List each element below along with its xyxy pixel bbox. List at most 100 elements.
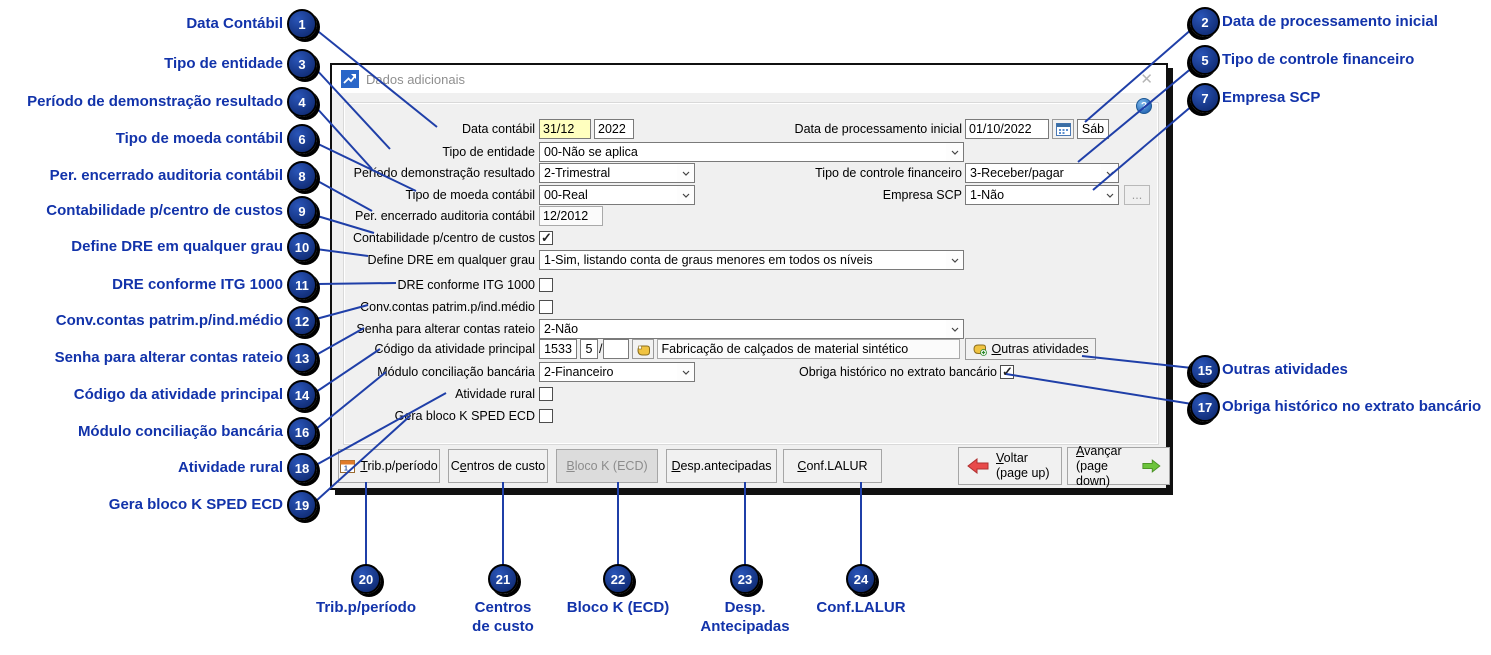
row-empresa-scp: Empresa SCP 1-Não ...: [752, 185, 1150, 205]
senha-rateio-select[interactable]: 2-Não: [539, 319, 964, 339]
callout-badge-10: 10: [287, 232, 317, 262]
dialog-dados-adicionais: Dados adicionais ✕ ? Data contábil Data …: [330, 63, 1170, 490]
callout-badge-16: 16: [287, 417, 317, 447]
field-label: Código da atividade principal: [374, 342, 535, 356]
callout-badge-11: 11: [287, 270, 317, 300]
row-modulo-conciliacao: Módulo conciliação bancária 2-Financeiro: [347, 362, 695, 382]
conv-contas-checkbox[interactable]: [539, 300, 553, 314]
callout-badge-9: 9: [287, 196, 317, 226]
field-label: Per. encerrado auditoria contábil: [355, 209, 535, 223]
callout-label-11: DRE conforme ITG 1000: [112, 276, 283, 293]
callout-badge-6: 6: [287, 124, 317, 154]
atividade-digit-input[interactable]: [580, 339, 598, 359]
field-label: Conv.contas patrim.p/ind.médio: [360, 300, 535, 314]
row-tipo-controle: Tipo de controle financeiro 3-Receber/pa…: [752, 163, 1119, 183]
field-label: Data de processamento inicial: [794, 122, 962, 136]
data-contabil-year-input[interactable]: [594, 119, 634, 139]
per-encerrado-input[interactable]: [539, 206, 603, 226]
chevron-down-icon: [677, 186, 694, 204]
callout-label-6: Tipo de moeda contábil: [115, 130, 283, 147]
calendar-icon[interactable]: [1052, 119, 1074, 139]
field-label: Tipo de moeda contábil: [405, 188, 535, 202]
svg-text:1: 1: [344, 466, 348, 473]
callout-badge-17: 17: [1190, 392, 1220, 422]
tipo-entidade-select[interactable]: 00-Não se aplica: [539, 142, 964, 162]
define-dre-select[interactable]: 1-Sim, listando conta de graus menores e…: [539, 250, 964, 270]
field-label: Empresa SCP: [882, 188, 962, 202]
dre-itg-checkbox[interactable]: [539, 278, 553, 292]
atividade-descricao-input[interactable]: [657, 339, 961, 359]
callout-label-15: Outras atividades: [1222, 361, 1348, 378]
voltar-button[interactable]: Voltar (page up): [958, 447, 1062, 485]
callout-badge-23: 23: [730, 564, 760, 594]
row-tipo-moeda: Tipo de moeda contábil 00-Real: [347, 185, 695, 205]
tab-centros-de-custo[interactable]: Centros de custo: [448, 449, 548, 483]
atividade-rural-checkbox[interactable]: [539, 387, 553, 401]
callout-label-8: Per. encerrado auditoria contábil: [49, 167, 283, 184]
field-label: Contabilidade p/centro de custos: [352, 231, 535, 245]
empresa-scp-more-button: ...: [1124, 185, 1150, 205]
callout-label-12: Conv.contas patrim.p/ind.médio: [55, 312, 283, 329]
contabilidade-cc-checkbox[interactable]: [539, 230, 553, 246]
tipo-moeda-select[interactable]: 00-Real: [539, 185, 695, 205]
row-senha-rateio: Senha para alterar contas rateio 2-Não: [347, 319, 964, 339]
row-atividade-rural: Atividade rural: [347, 384, 553, 404]
callout-badge-22: 22: [603, 564, 633, 594]
outras-atividades-button[interactable]: Outras atividades: [965, 338, 1096, 360]
callout-label-16: Módulo conciliação bancária: [77, 423, 283, 440]
row-codigo-atividade: Código da atividade principal / Outras a…: [347, 338, 1096, 360]
callout-label-3: Tipo de entidade: [164, 55, 283, 72]
red-left-arrow-icon: [967, 458, 989, 474]
field-label: Tipo de entidade: [442, 145, 535, 159]
field-label: Módulo conciliação bancária: [377, 365, 535, 379]
modulo-conciliacao-select[interactable]: 2-Financeiro: [539, 362, 695, 382]
data-contabil-daymonth-input[interactable]: [539, 119, 591, 139]
chevron-down-icon: [1101, 186, 1118, 204]
row-dre-itg: DRE conforme ITG 1000: [347, 275, 553, 295]
chevron-down-icon: [677, 363, 694, 381]
obriga-historico-checkbox[interactable]: [1000, 364, 1014, 380]
gera-bloco-k-checkbox[interactable]: [539, 409, 553, 423]
window-title: Dados adicionais: [366, 71, 466, 87]
field-label: Tipo de controle financeiro: [815, 166, 962, 180]
mini-calendar-icon: 1: [340, 460, 356, 473]
field-label: Obriga histórico no extrato bancário: [798, 365, 997, 379]
empresa-scp-select[interactable]: 1-Não: [965, 185, 1119, 205]
tab-desp-antecipadas[interactable]: Desp.antecipadas: [666, 449, 777, 483]
callout-label-20: Trib.p/período: [316, 599, 416, 616]
tab-trib-p-periodo[interactable]: 1 Trib.p/período: [338, 449, 440, 483]
help-icon[interactable]: ?: [1136, 98, 1152, 114]
lookup-hand-icon[interactable]: [632, 339, 655, 359]
tipo-controle-select[interactable]: 3-Receber/pagar: [965, 163, 1119, 183]
callout-badge-15: 15: [1190, 355, 1220, 385]
row-periodo-demonstracao: Período demonstração resultado 2-Trimest…: [347, 163, 695, 183]
avancar-button[interactable]: Avançar (page down): [1067, 444, 1170, 488]
close-icon[interactable]: ✕: [1140, 71, 1153, 88]
field-label: Atividade rural: [455, 387, 535, 401]
callout-badge-18: 18: [287, 453, 317, 483]
row-obriga-historico: Obriga histórico no extrato bancário: [752, 362, 1014, 382]
row-tipo-entidade: Tipo de entidade 00-Não se aplica: [347, 142, 964, 162]
field-label: Define DRE em qualquer grau: [367, 253, 535, 267]
code-separator: /: [599, 342, 603, 356]
data-processamento-input[interactable]: [965, 119, 1049, 139]
tab-conf-lalur[interactable]: Conf.LALUR: [783, 449, 882, 483]
atividade-suffix-input[interactable]: [603, 339, 630, 359]
row-per-encerrado: Per. encerrado auditoria contábil: [347, 206, 603, 226]
callout-label-13: Senha para alterar contas rateio: [54, 349, 283, 366]
callout-label-1: Data Contábil: [186, 15, 283, 32]
periodo-demonstracao-select[interactable]: 2-Trimestral: [539, 163, 695, 183]
callout-badge-14: 14: [287, 380, 317, 410]
row-gera-bloco-k: Gera bloco K SPED ECD: [347, 406, 553, 426]
callout-badge-8: 8: [287, 161, 317, 191]
callout-label-22: Bloco K (ECD): [566, 599, 670, 616]
callout-label-24: Conf.LALUR: [816, 599, 906, 616]
field-label: DRE conforme ITG 1000: [397, 278, 535, 292]
callout-badge-5: 5: [1190, 45, 1220, 75]
callout-badge-13: 13: [287, 343, 317, 373]
form-group-box: [343, 102, 1159, 445]
callout-label-10: Define DRE em qualquer grau: [71, 238, 283, 255]
callout-badge-2: 2: [1190, 7, 1220, 37]
atividade-code-input[interactable]: [539, 339, 577, 359]
